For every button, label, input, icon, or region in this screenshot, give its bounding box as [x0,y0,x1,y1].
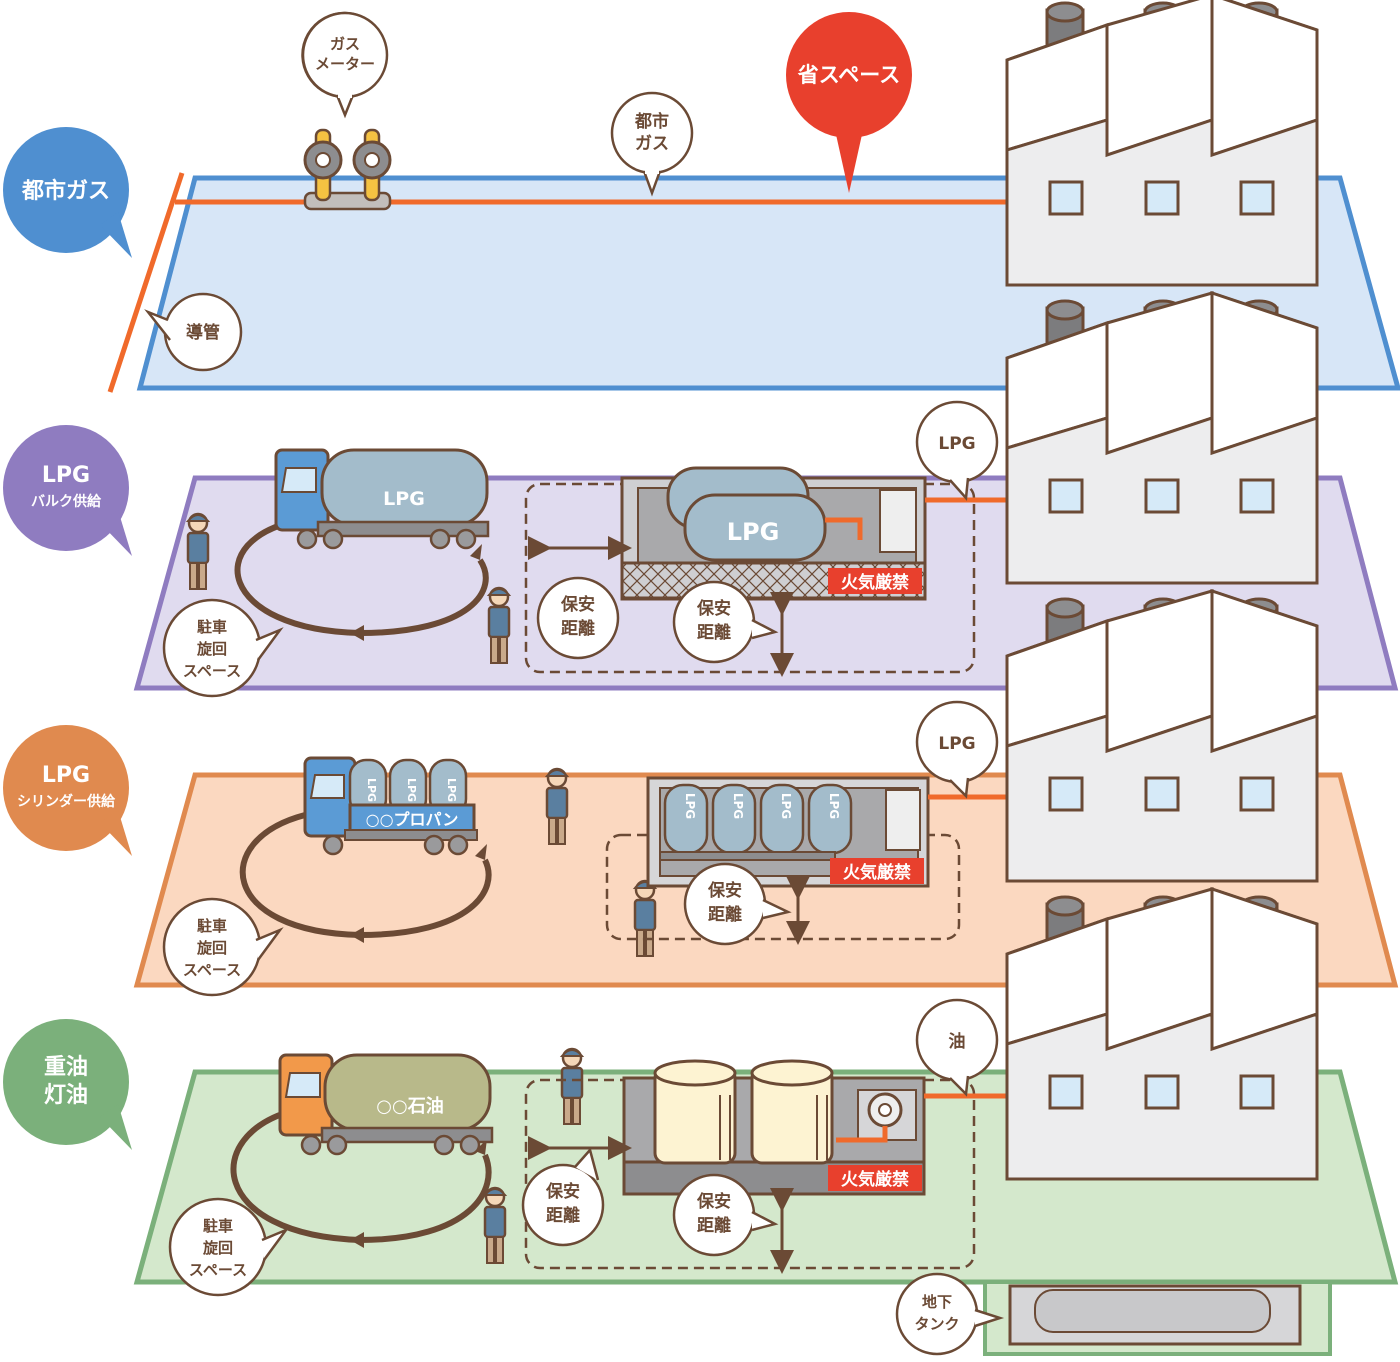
heavy-oil-safety-bubble-1: 保安 距離 [521,1147,605,1247]
underground-tank-bubble: 地下 タンク [895,1272,1005,1356]
lpg-cylinder-category-sub: シリンダー供給 [17,793,116,810]
heavy-oil-supply-bubble: 油 [915,998,999,1097]
heavy-oil-parking-2: 旋回 [202,1239,233,1257]
conduit-label: 導管 [186,322,220,343]
lpg-bulk-safety-bubble-1: 保安 距離 [536,576,620,660]
heavy-oil-truck-icon: ○○石油 [278,1053,494,1156]
city-gas-pipe-label-2: ガス [635,134,669,154]
heavy-oil-safety-bubble-2: 保安 距離 [672,1173,779,1257]
lpg-bulk-truck-label: LPG [383,488,425,510]
underground-tank-line2: タンク [914,1315,959,1333]
lpg-cylinder-safety-line2: 距離 [708,904,742,925]
lpg-bulk-parking-bubble: 駐車 旋回 スペース [162,598,284,698]
lpg-bulk-safety-bubble-2: 保安 距離 [672,580,779,664]
lpg-cylinder-parking-1: 駐車 [197,917,227,935]
city-gas-category-label: 都市ガス [21,178,110,204]
heavy-oil-safety-2-line2: 距離 [697,1215,731,1236]
lpg-bulk-category-main: LPG [42,463,90,488]
lpg-bulk-parking-1: 駐車 [197,618,227,636]
heavy-oil-worker-icon-2 [483,1186,507,1265]
lpg-bulk-parking-2: 旋回 [196,640,227,658]
underground-tank-line1: 地下 [922,1293,952,1311]
lpg-bulk-category-sub: バルク供給 [31,493,102,510]
heavy-oil-category-line1: 重油 [44,1055,88,1080]
city-gas-category-badge: 都市ガス [3,127,132,258]
lpg-cylinder-truck-icon: LPG LPG LPG ○○プロパン [303,756,478,856]
lpg-bulk-safety-2-line1: 保安 [696,598,731,619]
heavy-oil-safety-1-line2: 距離 [546,1205,580,1226]
lpg-cylinder-parking-2: 旋回 [196,939,227,957]
lpg-bulk-truck-icon: LPG [274,448,490,550]
heavy-oil-category-badge: 重油 灯油 [3,1019,132,1150]
lpg-cylinder-parking-bubble: 駐車 旋回 スペース [162,897,284,997]
lpg-cylinder-truck-cyl-2: LPG [405,778,418,802]
lpg-bulk-safety-1-line1: 保安 [560,594,595,615]
lpg-cylinder-cyl-4: LPG [827,793,841,819]
lpg-bulk-tank-label: LPG [727,518,780,546]
heavy-oil-safety-2-line1: 保安 [696,1191,731,1212]
gas-meter-bubble: ガス メーター [301,11,389,119]
lpg-bulk-safety-1-line2: 距離 [561,618,595,639]
factory-icon-city-gas [1005,0,1319,287]
underground-tank-icon [983,1280,1332,1356]
heavy-oil-category-line2: 灯油 [44,1083,88,1108]
lpg-cylinder-supply-bubble: LPG [915,700,999,799]
heavy-oil-storage-icon: 火気厳禁 [622,1059,926,1196]
gas-meter-label-2: メーター [315,55,375,73]
heavy-oil-truck-label: ○○石油 [376,1095,443,1117]
lpg-cylinder-parking-3: スペース [183,961,241,979]
lpg-cylinder-warning: 火気厳禁 [843,862,911,883]
lpg-bulk-worker-icon-2 [487,586,511,665]
heavy-oil-safety-1-line1: 保安 [545,1181,580,1202]
heavy-oil-worker-icon [560,1047,584,1126]
lpg-bulk-supply-bubble: LPG [915,400,999,501]
lpg-bulk-parking-loop [234,517,489,641]
factory-icon-heavy-oil [1005,886,1319,1181]
gas-meter-icon [303,128,392,211]
lpg-cylinder-safety-line1: 保安 [707,880,742,901]
lpg-cylinder-cyl-1: LPG [683,793,697,819]
lpg-bulk-category-badge: LPG バルク供給 [3,425,132,556]
lpg-cylinder-truck-cyl-3: LPG [445,778,458,802]
lpg-cylinder-truck-label: ○○プロパン [366,810,459,829]
city-gas-pipe-bubble: 都市 ガス [610,91,694,197]
conduit-bubble: 導管 [144,292,243,372]
space-saving-label: 省スペース [797,63,900,87]
lpg-bulk-worker-icon [186,512,210,591]
factory-icon-lpg-cylinder [1005,588,1319,883]
lpg-bulk-warning: 火気厳禁 [841,572,909,593]
lpg-cylinder-safety-bubble: 保安 距離 [683,862,792,946]
heavy-oil-warning: 火気厳禁 [841,1169,909,1190]
city-gas-pipe-label-1: 都市 [634,111,669,132]
heavy-oil-supply-label: 油 [949,1031,966,1052]
lpg-bulk-supply-label: LPG [938,434,975,454]
lpg-cylinder-truck-cyl-1: LPG [365,778,378,802]
conduit-pipe [107,172,185,393]
heavy-oil-parking-3: スペース [189,1261,247,1279]
heavy-oil-parking-bubble: 駐車 旋回 スペース [168,1197,290,1297]
heavy-oil-parking-1: 駐車 [203,1217,233,1235]
space-saving-bubble: 省スペース [786,12,912,193]
lpg-cylinder-storage-icon: LPG LPG LPG LPG 火気厳禁 [646,776,930,888]
gas-meter-label-1: ガス [330,35,360,53]
lpg-cylinder-category-badge: LPG シリンダー供給 [3,725,132,856]
lpg-cylinder-cyl-2: LPG [731,793,745,819]
lpg-cylinder-cyl-3: LPG [779,793,793,819]
lpg-cylinder-category-main: LPG [42,763,90,788]
lpg-bulk-storage-icon: LPG 火気厳禁 [620,466,927,601]
lpg-bulk-safety-2-line2: 距離 [697,622,731,643]
lpg-cylinder-worker-icon [545,767,569,846]
lpg-cylinder-supply-label: LPG [938,734,975,754]
lpg-cylinder-parking-loop [239,812,492,943]
lpg-cylinder-worker-icon-2 [633,879,657,958]
lpg-bulk-parking-3: スペース [183,662,241,680]
factory-icon-lpg-bulk [1005,290,1319,585]
